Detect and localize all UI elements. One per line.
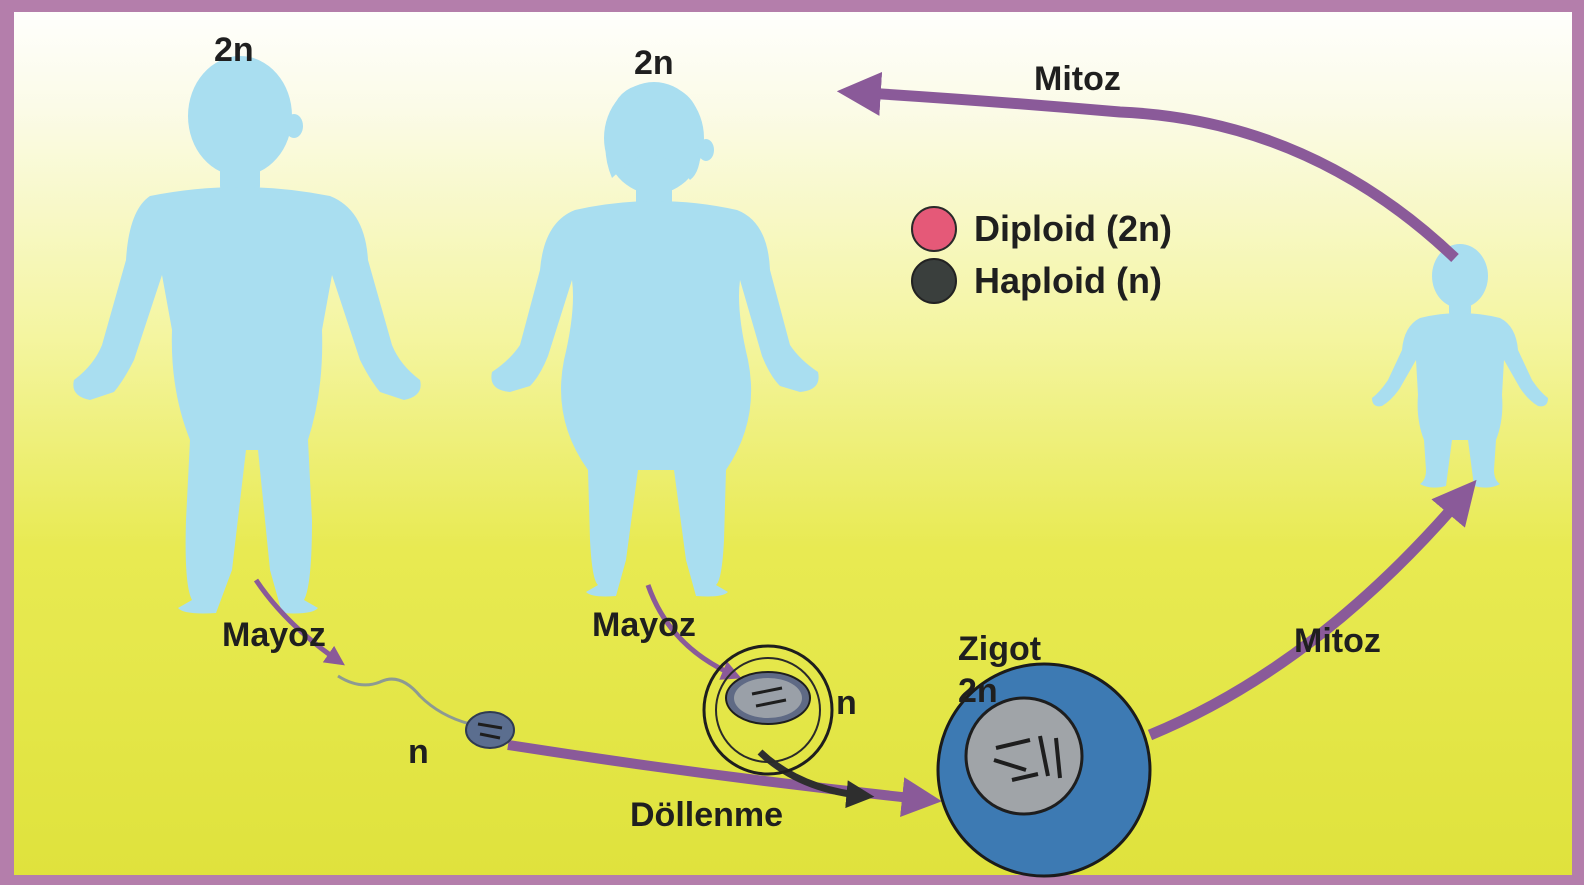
mayoz-left-label: Mayoz [222,616,326,655]
mayoz-right-label: Mayoz [592,606,696,645]
zigot-ploidy-label: 2n [958,672,998,711]
mitoz-right-label: Mitoz [1294,622,1381,661]
man-figure [73,56,420,613]
sperm-ploidy-label: n [408,733,429,772]
mitoz-right-arrow [1150,490,1468,735]
mitoz-top-label: Mitoz [1034,60,1121,99]
man-ploidy-label: 2n [214,31,254,70]
woman-figure [491,82,818,597]
child-figure [1372,244,1548,488]
legend-haploid-marker [912,259,956,303]
woman-ploidy-label: 2n [634,44,674,83]
legend-diploid-label: Diploid (2n) [974,208,1172,250]
egg-ploidy-label: n [836,684,857,723]
dollenme-label: Döllenme [630,796,783,835]
legend-haploid-label: Haploid (n) [974,260,1162,302]
legend-diploid-marker [912,207,956,251]
zigot-label: Zigot [958,630,1041,669]
